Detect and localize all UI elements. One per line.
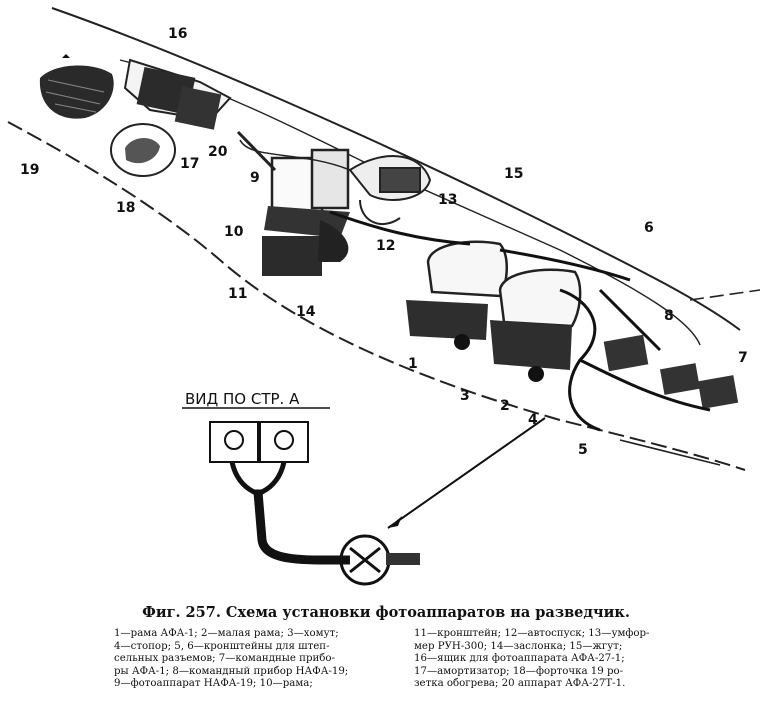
- legend-line: 16—ящик для фотоаппарата АФА-27-1;: [414, 653, 625, 665]
- legend-line: 1—рама АФА-1; 2—малая рама; 3—хомут;: [114, 628, 339, 639]
- legend-line: мер РУН-300; 14—заслонка; 15—жгут;: [414, 640, 623, 652]
- camera-afa1-pair: [406, 240, 582, 382]
- callout-11: 11: [228, 286, 247, 302]
- callout-9: 9: [250, 170, 260, 186]
- legend-column-left: 1—рама АФА-1; 2—малая рама; 3—хомут; 4—с…: [114, 628, 404, 691]
- legend-column-right: 11—кронштейн; 12—автоспуск; 13—умфор- ме…: [414, 628, 726, 691]
- legend-line: 4—стопор; 5, 6—кронштейны для штеп-: [114, 640, 330, 652]
- camera-box-afa27: [123, 58, 232, 130]
- callout-4: 4: [528, 412, 538, 428]
- callout-15: 15: [504, 166, 523, 182]
- legend-line: зетка обогрева; 20 аппарат АФА-27Т-1.: [414, 678, 626, 690]
- callout-17: 17: [180, 156, 199, 172]
- window: [110, 123, 176, 177]
- callout-20: 20: [208, 144, 228, 160]
- callout-3: 3: [460, 388, 470, 404]
- callout-12: 12: [376, 238, 395, 254]
- intervalometer: [239, 139, 432, 225]
- callout-6: 6: [644, 220, 654, 236]
- callout-19: 19: [20, 162, 39, 178]
- callout-7: 7: [738, 350, 748, 366]
- callouts: 1 2 3 4 5 6 7 8 9 10 11 12 13 14 15 16 1…: [20, 26, 748, 458]
- installation-diagram: ВИД ПО СТР. А 1 2 3 4 5 6 7 8 9 10 11 12…: [7, 7, 761, 586]
- callout-10: 10: [224, 224, 244, 240]
- view-a-label: ВИД ПО СТР. А: [185, 390, 300, 408]
- callout-1: 1: [408, 356, 418, 372]
- callout-13: 13: [438, 192, 457, 208]
- callout-18: 18: [116, 200, 135, 216]
- view-a-inset: ВИД ПО СТР. А: [182, 390, 420, 586]
- legend-line: 17—амортизатор; 18—форточка 19 ро-: [414, 665, 624, 677]
- legend-line: 11—кронштейн; 12—автоспуск; 13—умфор-: [414, 628, 650, 639]
- figure-caption: Фиг. 257. Схема установки фотоаппаратов …: [142, 604, 630, 621]
- legend-line: ры АФА-1; 8—командный прибор НАФА-19;: [114, 665, 349, 677]
- callout-16: 16: [168, 26, 187, 42]
- legend-line: сельных разъемов; 7—командные прибо-: [114, 653, 335, 665]
- figure-legend: 1—рама АФА-1; 2—малая рама; 3—хомут; 4—с…: [114, 628, 724, 704]
- callout-5: 5: [578, 442, 588, 458]
- heater-socket: [39, 54, 114, 119]
- cable-harness: [329, 210, 711, 432]
- view-arrow: [387, 417, 546, 529]
- callout-2: 2: [500, 398, 510, 414]
- camera-nafa19: [236, 130, 350, 276]
- callout-8: 8: [664, 308, 674, 324]
- callout-14: 14: [296, 304, 316, 320]
- legend-line: 9—фотоаппарат НАФА-19; 10—рама;: [114, 678, 313, 690]
- command-units: [603, 334, 739, 409]
